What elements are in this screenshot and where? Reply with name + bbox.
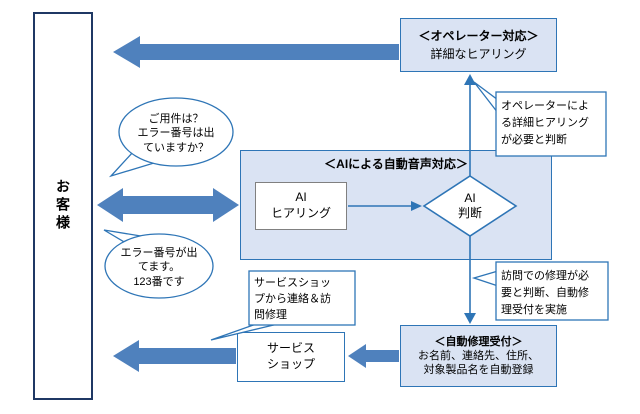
service-shop-box: サービス ショップ [237, 332, 345, 382]
callout-error-bubble [104, 233, 214, 299]
callout-visit-decision-text: 訪問での修理が必 要と判断、自動修 理受付を実施 [501, 270, 589, 317]
customer-label: お客様 [55, 179, 71, 233]
auto-repair-title: ＜自動修理受付＞ [434, 335, 523, 348]
auto-repair-body: お名前、連絡先、住所、 対象製品名を自動登録 [418, 349, 539, 377]
arrow-shop-to-customer [113, 340, 236, 372]
arrowhead-to-operator [464, 74, 476, 85]
callout-shop-contact-box [248, 270, 356, 326]
operator-response-title: ＜オペレーター対応＞ [418, 29, 539, 43]
callout-operator-decision-box [495, 91, 607, 157]
ai-hearing-label: AI ヒアリング [270, 190, 331, 220]
service-shop-label: サービス ショップ [266, 341, 315, 371]
ai-judgment-label: AI 判断 [457, 191, 482, 220]
operator-response-subtitle: 詳細なヒアリング [430, 47, 527, 61]
ai-hearing-box: AI ヒアリング [255, 182, 347, 230]
arrowhead-to-judgment [411, 201, 422, 211]
arrow-repair-to-shop [348, 344, 399, 368]
callout-visit-decision-box [495, 261, 609, 321]
callout-operator-decision-text: オペレーターによ る詳細ヒアリング が必要と判断 [501, 100, 589, 147]
auto-repair-box: ＜自動修理受付＞ お名前、連絡先、住所、 対象製品名を自動登録 [400, 325, 557, 387]
arrowhead-to-repair [464, 313, 476, 324]
callout-operator-decision-tail [473, 81, 499, 115]
ai-judgment-diamond [422, 175, 518, 237]
ai-voice-section-title: ＜AIによる自動音声対応＞ [324, 157, 468, 171]
arrow-customer-ai-bidirectional [97, 188, 239, 222]
customer-box: お客様 [33, 12, 93, 400]
callout-error-text: エラー番号が出 てます。 123番です [120, 247, 198, 288]
operator-response-box: ＜オペレーター対応＞ 詳細なヒアリング [400, 18, 557, 72]
callout-inquiry-text: ご用件は？ エラー番号は出 ていますか？ [137, 113, 215, 154]
callout-inquiry-bubble [118, 97, 234, 167]
arrow-operator-to-customer [113, 36, 399, 68]
callout-shop-contact-text: サービスショッ プから連絡＆訪 問修理 [254, 277, 331, 321]
callout-visit-decision-tail [471, 270, 499, 287]
